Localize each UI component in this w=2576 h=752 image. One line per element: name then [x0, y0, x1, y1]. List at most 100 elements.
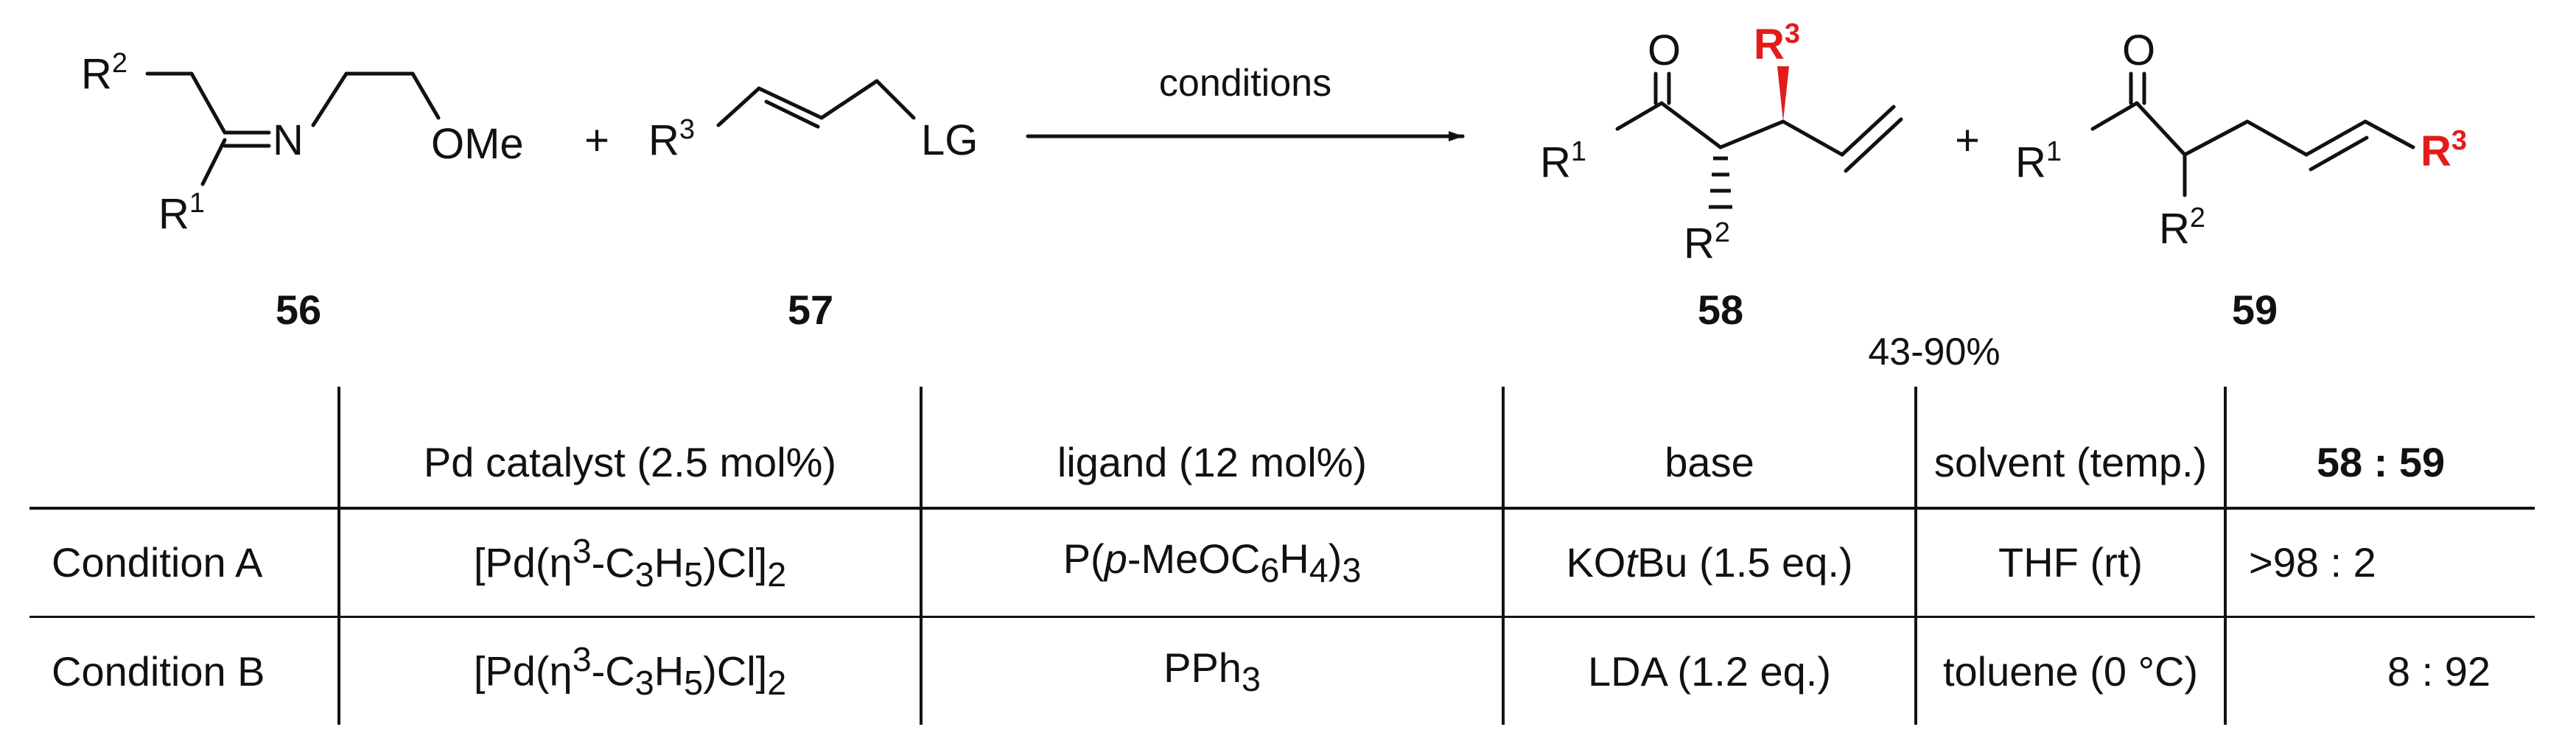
- conditions-table: Pd catalyst (2.5 mol%) ligand (12 mol%) …: [29, 387, 2535, 725]
- r3-superscript: 3: [1785, 18, 1800, 49]
- catalyst-part: H: [654, 539, 685, 586]
- compound-58-label: 58: [1698, 287, 1743, 333]
- ligand-subscript: 4: [1309, 551, 1329, 590]
- catalyst-hapticity: 3: [572, 531, 592, 570]
- catalyst-subscript: 5: [684, 555, 704, 594]
- catalyst-subscript: 5: [684, 664, 704, 703]
- header-ratio-58: 58: [2316, 439, 2363, 485]
- r2-group: R: [2159, 205, 2190, 253]
- catalyst-part: [Pd(η: [473, 539, 573, 586]
- solvent-cell: THF (rt): [1914, 508, 2225, 618]
- ligand-part: PPh: [1163, 644, 1242, 691]
- header-ratio-59: 59: [2398, 439, 2446, 485]
- hashed-wedge-bond: [1709, 156, 1732, 209]
- solvent-cell: toluene (0 °C): [1914, 616, 2225, 725]
- ligand-cell: PPh3: [920, 616, 1503, 725]
- compound-56-bonds: [145, 71, 441, 186]
- catalyst-cell: [Pd(η3-C3H5)Cl]2: [337, 616, 921, 725]
- carbonyl-oxygen: O: [1648, 27, 1681, 74]
- catalyst-part: H: [654, 647, 685, 695]
- base-part: KO: [1566, 539, 1626, 586]
- header-ratio: 58 : 59: [2224, 387, 2535, 510]
- r2-superscript: 2: [2190, 203, 2205, 233]
- svg-text:R2: R2: [2159, 203, 2205, 253]
- leaving-group: LG: [921, 116, 978, 164]
- catalyst-part: -C: [591, 539, 635, 586]
- table-header-row: Pd catalyst (2.5 mol%) ligand (12 mol%) …: [29, 387, 2535, 510]
- catalyst-subscript: 3: [634, 555, 654, 594]
- compound-59-label: 59: [2232, 287, 2278, 333]
- compound-57-label: 57: [788, 287, 833, 333]
- r3-superscript: 3: [2451, 125, 2467, 156]
- r1-superscript: 1: [2046, 136, 2062, 167]
- svg-text:R3: R3: [1754, 18, 1800, 68]
- r2-superscript: 2: [1715, 217, 1730, 248]
- plus-sign-1: +: [584, 116, 609, 164]
- compound-57-bonds: [716, 79, 916, 129]
- svg-text:R1: R1: [2015, 136, 2062, 186]
- base-cell: KOtBu (1.5 eq.): [1502, 508, 1916, 618]
- compound-58-bonds: [1615, 71, 1903, 173]
- ratio-cell: 8 : 92: [2224, 616, 2535, 725]
- base-cell: LDA (1.2 eq.): [1502, 616, 1916, 725]
- r2-group: R: [1684, 219, 1715, 267]
- header-blank: [29, 387, 339, 510]
- ligand-italic: p: [1104, 535, 1127, 583]
- ratio-cell: >98 : 2: [2224, 508, 2535, 618]
- header-catalyst: Pd catalyst (2.5 mol%): [337, 387, 921, 510]
- solid-wedge-bond: [1777, 66, 1789, 122]
- r1-superscript: 1: [1571, 136, 1586, 167]
- svg-text:R2: R2: [1684, 217, 1730, 267]
- svg-text:R3: R3: [2421, 125, 2467, 175]
- r2-superscript: 2: [112, 48, 127, 79]
- svg-text:R2: R2: [81, 48, 127, 98]
- header-ligand: ligand (12 mol%): [920, 387, 1503, 510]
- base-part: Bu (1.5 eq.): [1637, 539, 1853, 586]
- reaction-scheme: R2 N OMe R1 56 + R3 LG 57 conditions: [81, 18, 2467, 373]
- ligand-subscript: 3: [1342, 551, 1362, 590]
- compound-59-bonds: [2090, 71, 2415, 197]
- compound-56-label: 56: [276, 287, 321, 333]
- imine-nitrogen: N: [273, 116, 304, 164]
- catalyst-subscript: 3: [634, 664, 654, 703]
- r3-group: R: [648, 116, 679, 164]
- ligand-subscript: 3: [1241, 659, 1261, 698]
- r1-superscript: 1: [189, 188, 205, 219]
- methoxy-group: OMe: [431, 120, 524, 168]
- ligand-cell: P(p-MeOC6H4)3: [920, 508, 1503, 618]
- catalyst-part: [Pd(η: [473, 647, 573, 695]
- ligand-subscript: 6: [1260, 551, 1280, 590]
- header-base: base: [1502, 387, 1916, 510]
- r3-group: R: [1754, 21, 1785, 68]
- catalyst-cell: [Pd(η3-C3H5)Cl]2: [337, 508, 921, 618]
- svg-text:R3: R3: [648, 114, 695, 164]
- header-solvent: solvent (temp.): [1914, 387, 2225, 510]
- r1-group: R: [1540, 138, 1571, 186]
- compound-56: R2 N OMe R1 56: [81, 48, 524, 333]
- svg-text:R1: R1: [158, 188, 205, 238]
- ligand-part: H: [1279, 535, 1309, 583]
- ligand-part: -MeOC: [1127, 535, 1261, 583]
- row-label: Condition A: [29, 508, 339, 618]
- header-ratio-separator: :: [2362, 439, 2399, 485]
- r2-group: R: [81, 50, 112, 98]
- catalyst-subscript: 2: [767, 664, 787, 703]
- r3-superscript: 3: [679, 114, 695, 145]
- yield-range: 43-90%: [1868, 331, 2000, 373]
- svg-text:R1: R1: [1540, 136, 1586, 186]
- compound-57: R3 LG 57: [648, 79, 978, 333]
- catalyst-subscript: 2: [767, 555, 787, 594]
- plus-sign-2: +: [1955, 116, 1980, 164]
- arrow-label: conditions: [1159, 62, 1331, 105]
- r1-group: R: [158, 190, 189, 238]
- catalyst-part: -C: [591, 647, 635, 695]
- table-row-condition-b: Condition B [Pd(η3-C3H5)Cl]2 PPh3 LDA (1…: [29, 616, 2535, 725]
- ligand-part: P(: [1063, 535, 1105, 583]
- compound-59: O R1 R2 R3 59: [2015, 27, 2467, 333]
- r1-group: R: [2015, 138, 2046, 186]
- r3-group: R: [2421, 127, 2451, 175]
- ligand-part: ): [1328, 535, 1343, 583]
- catalyst-part: )Cl]: [703, 539, 768, 586]
- compound-58: O R1 R2 R3 58: [1540, 18, 1903, 333]
- carbonyl-oxygen: O: [2122, 27, 2155, 74]
